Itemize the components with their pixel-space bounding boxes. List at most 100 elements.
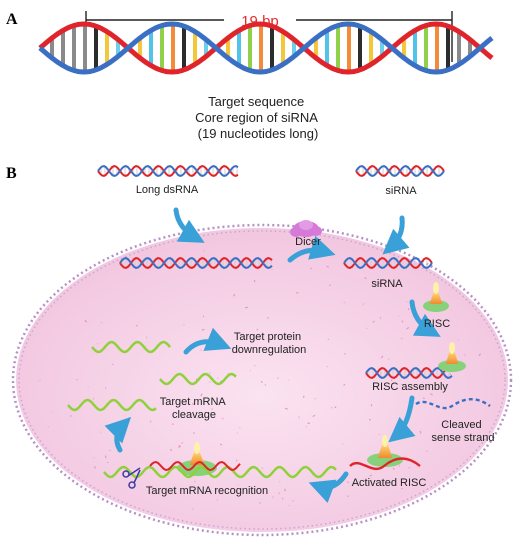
strand [97,165,239,177]
strand-red [38,21,494,75]
speckle [362,302,365,306]
speckle [305,426,307,428]
speckle [326,365,329,368]
speckle [398,315,400,318]
speckle [192,402,194,406]
speckle [400,337,404,340]
sirna-duplex-inside [343,257,433,269]
speckle [256,328,259,331]
speckle [260,380,263,383]
label-target-protein-downregulation: Target protein downregulation [232,331,307,356]
speckle [236,432,239,434]
arrow-sirna-enter [382,215,410,255]
speckle [326,265,330,268]
speckle [219,443,223,446]
speckle [392,467,395,471]
strand [355,165,445,177]
speckle [216,499,218,502]
long-dsrna [97,165,239,177]
speckle [209,372,211,375]
cell-membrane-outer [11,223,513,537]
speckle [401,487,403,490]
speckle [221,417,225,420]
label-sirna-outside: siRNA [385,185,417,197]
speckle [406,326,410,330]
speckle [105,387,107,389]
speckle [253,279,256,283]
speckle [343,383,346,386]
speckle [171,423,174,425]
speckle [69,414,72,418]
speckle [232,293,236,297]
target-mrna [103,465,337,479]
target-sequence-caption: Target sequence Core region of siRNA (19… [195,94,321,141]
strand [365,367,453,379]
label-dicer: Dicer [295,236,321,248]
mrna-fragment [91,340,171,354]
strand [119,257,273,269]
speckle [271,268,273,271]
speckle [192,432,195,434]
speckle [398,464,400,468]
speckle [99,431,102,434]
speckle [277,377,279,379]
speckle [236,459,238,462]
speckle [93,456,95,459]
target-mrna-strands [67,340,337,479]
speckle [463,353,467,357]
speckle [378,282,381,284]
speckle [47,426,50,428]
speckle [196,416,199,419]
arrow-dsrna-enter [173,207,205,243]
speckle [307,422,310,424]
speckle [278,480,281,483]
label-cleaved-sense-strand: Cleaved sense strand [432,419,495,444]
speckle [100,322,103,324]
speckle [216,377,219,380]
speckle [284,407,288,410]
speckle [178,444,181,449]
speckle [457,338,460,341]
strand [365,367,453,379]
speckle [429,393,433,396]
speckle [341,443,344,445]
guide-strand-bound [149,460,241,472]
risc-assembly-duplex [365,367,453,379]
speckle [191,507,194,511]
speckle [478,353,481,357]
activated-guide-strand [349,457,421,471]
speckle [314,398,316,400]
speckle [346,481,349,484]
speckle [202,315,205,317]
speckle [347,495,349,498]
speckle [211,408,214,410]
speckle [400,383,404,386]
process-arrows [104,207,441,503]
dicer-cut-dsrna [119,257,273,269]
speckle [288,379,290,381]
speckle [87,386,89,388]
speckle [334,406,337,409]
risc-complex [423,282,449,312]
speckle [76,378,78,381]
arrow-to-cleavage [104,416,132,453]
dna-double-helix [38,21,494,75]
speckle [343,301,346,304]
speckle [406,301,408,303]
speckle [445,423,448,425]
speckle [379,317,382,319]
speckle [407,308,410,311]
speckle [261,467,264,469]
dicer-enzyme [290,220,322,237]
speckle [281,497,284,500]
speckle [331,407,333,409]
label-risc: RISC [424,318,450,330]
speckle [422,397,425,399]
arrow-dicer-cut [287,235,336,263]
label-activated-risc: Activated RISC [352,477,427,489]
speckle [267,316,269,319]
panel-letter-b: B [6,165,17,182]
speckle [370,404,373,407]
speckle [169,448,173,452]
